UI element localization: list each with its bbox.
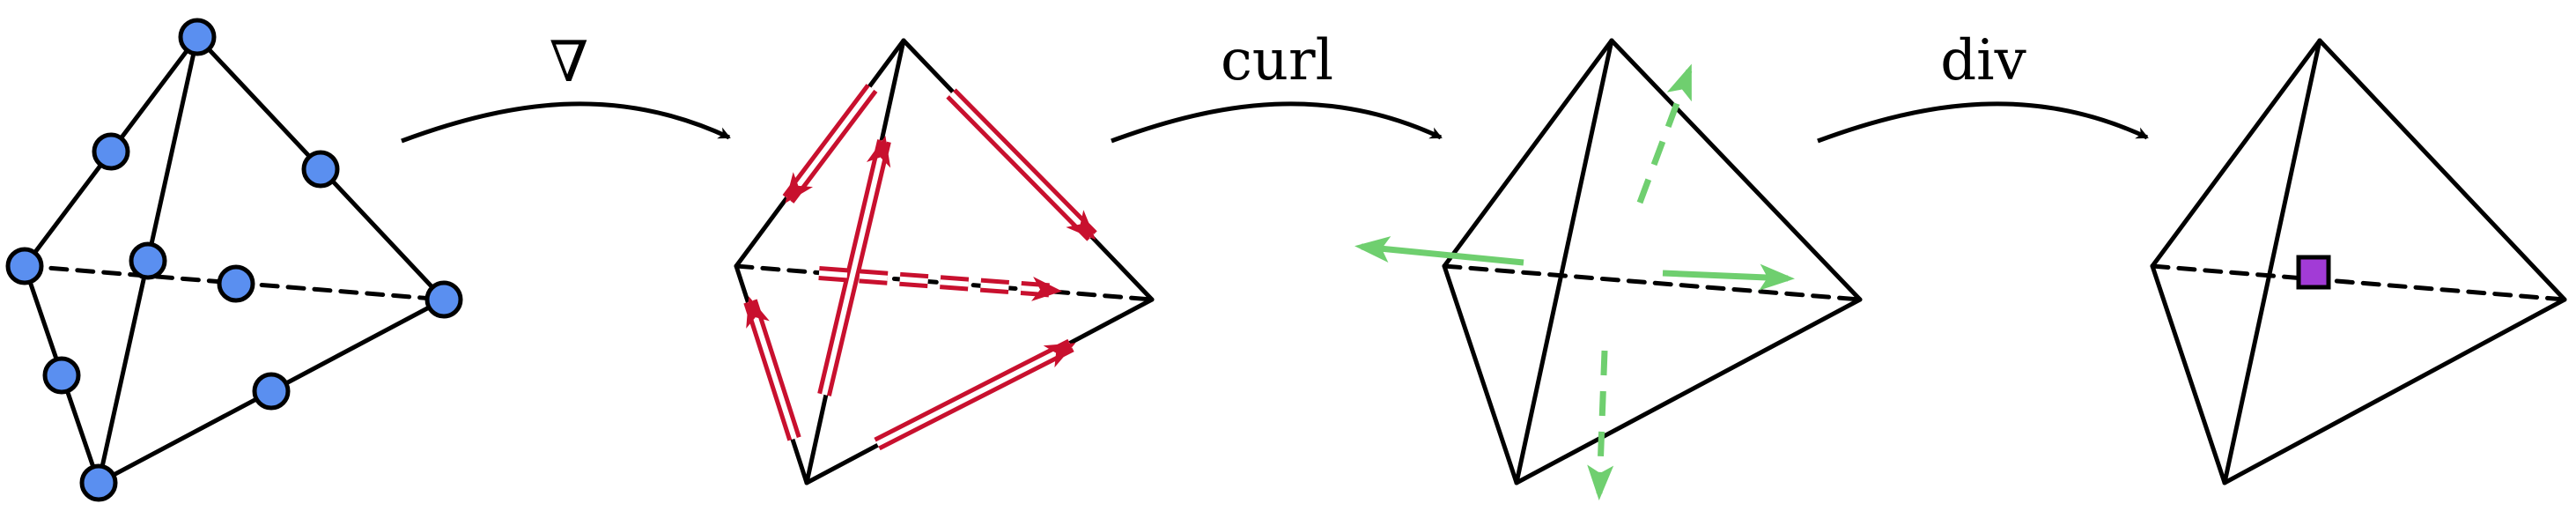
hdiv-edges [1442,38,1863,485]
panel-hdiv-tetrahedron [1354,38,1863,500]
panel-h1-tetrahedron [5,18,463,502]
node-dot-icon [301,150,340,189]
node-dot-icon [217,264,255,303]
node-dot-icon [178,18,217,56]
square-icon [2296,255,2331,290]
hdiv-normal-arrows [1354,63,1795,500]
panel-l2-tetrahedron [2150,38,2567,485]
curl-label: curl [1221,28,1333,93]
node-dot-icon [92,132,130,171]
node-dot-icon [424,280,463,319]
h1-nodes [5,18,463,502]
double-arrow-icon [782,84,878,204]
node-dot-icon [252,372,291,411]
double-arrow-icon [874,338,1076,451]
green-arrow-icon [1662,263,1795,291]
panel-hcurl-tetrahedron [734,38,1155,485]
node-dot-icon [79,463,118,502]
h1-edges [22,34,447,485]
double-arrow-icon [817,136,891,396]
node-dot-icon [5,247,44,285]
green-arrow-icon [1587,350,1614,500]
gradient-label: ∇ [550,30,589,95]
node-dot-icon [129,241,167,280]
curl-operator: curl [1111,28,1443,144]
l2-edges [2150,38,2567,485]
div-operator: div [1817,28,2149,144]
gradient-operator: ∇ [401,30,731,144]
node-dot-icon [42,356,81,395]
green-arrow-icon [1354,236,1524,266]
double-arrow-icon [743,296,801,441]
green-arrow-icon [1636,63,1693,204]
double-arrow-icon [946,88,1097,241]
div-label: div [1940,28,2026,93]
hcurl-tangent-arrows [743,84,1097,451]
